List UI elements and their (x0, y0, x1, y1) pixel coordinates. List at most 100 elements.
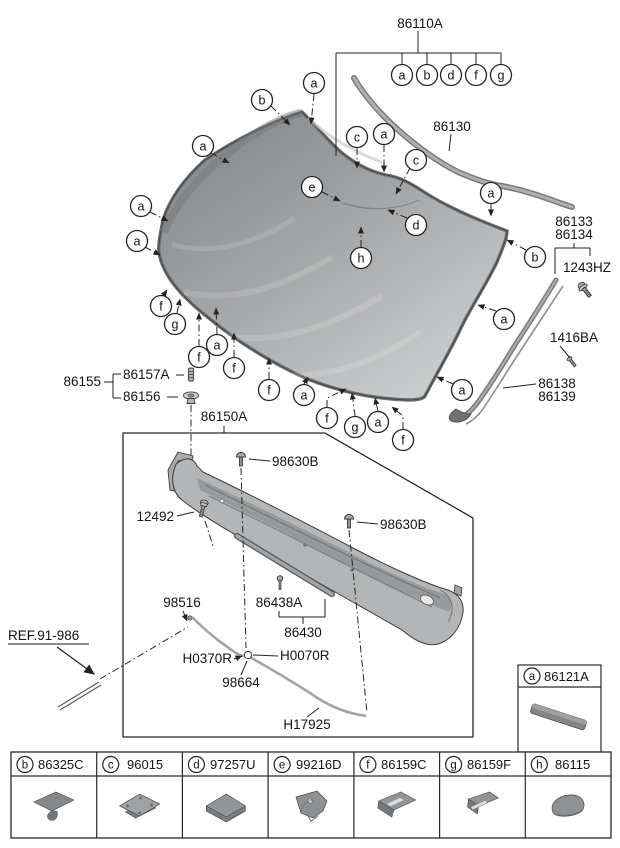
label-86110a: 86110A (397, 16, 443, 31)
svg-text:d: d (193, 760, 199, 772)
svg-text:f: f (267, 384, 271, 398)
label-86138: 86138 (538, 376, 576, 391)
hose-joint-h0070r (243, 650, 253, 660)
svg-text:86159F: 86159F (467, 757, 511, 772)
svg-text:86325C: 86325C (38, 757, 84, 772)
molding-end-hook (448, 408, 472, 423)
svg-text:a: a (200, 140, 207, 154)
svg-text:b: b (424, 69, 431, 83)
svg-text:e: e (309, 181, 316, 195)
legend-cell-f: f 86159C (359, 755, 427, 774)
label-ref-91-986: REF.91-986 (8, 628, 79, 643)
callout: a (191, 134, 215, 158)
bolt-1243hz-icon (577, 281, 592, 299)
callout: e (300, 175, 324, 199)
callout: a (450, 378, 474, 402)
kit-callout-a: a (390, 63, 414, 87)
part-thumbnail-f (377, 791, 417, 818)
callout: f (257, 378, 281, 402)
svg-text:a: a (399, 69, 406, 83)
part-labels: 86110A 86130 86133 86134 1243HZ 1416BA 8… (8, 16, 611, 732)
svg-text:f: f (159, 300, 163, 314)
glass-top-highlight (306, 116, 383, 164)
label-86155: 86155 (63, 374, 101, 389)
screw-12492-icon (198, 499, 209, 518)
svg-text:a: a (301, 389, 308, 403)
svg-text:f: f (197, 351, 201, 365)
callout: a (292, 383, 316, 407)
svg-text:a: a (488, 187, 495, 201)
legend-cell-c: c 96015 (102, 755, 163, 774)
svg-text:86159C: 86159C (381, 757, 427, 772)
cowl-strip-86430 (233, 532, 336, 598)
label-86134: 86134 (555, 227, 593, 242)
svg-text:f: f (366, 760, 370, 772)
part-thumbnail-b (33, 791, 75, 821)
svg-text:a: a (138, 200, 145, 214)
callout: a (129, 194, 153, 218)
legend-part-86121a: 86121A (544, 669, 589, 684)
clip-98630b-icon-1 (236, 452, 246, 467)
svg-text:99216D: 99216D (296, 757, 342, 772)
label-86430: 86430 (284, 625, 322, 640)
callout: g (163, 312, 187, 336)
svg-text:b: b (532, 251, 539, 265)
callout: f (222, 356, 246, 380)
callout: g (343, 415, 367, 439)
legend-cell-h: h 86115 (530, 755, 590, 774)
callout: a (302, 71, 326, 95)
svg-text:c: c (413, 154, 419, 168)
legend-cell-b: b 86325C (16, 755, 84, 774)
part-thumbnail-h (551, 794, 585, 817)
label-98516: 98516 (163, 595, 201, 610)
legend: a 86121A b 86325C c (10, 664, 612, 839)
label-h0070r: H0070R (280, 648, 330, 663)
callout-leaders (144, 93, 527, 429)
svg-text:g: g (498, 69, 505, 83)
label-h17925: H17925 (283, 717, 330, 732)
callout: d (404, 213, 428, 237)
svg-text:97257U: 97257U (210, 757, 256, 772)
callout: f (187, 345, 211, 369)
svg-text:c: c (354, 131, 360, 145)
svg-text:a: a (134, 235, 141, 249)
callout: f (149, 294, 173, 318)
legend-letter-a: a (529, 671, 536, 683)
label-86133: 86133 (555, 214, 593, 229)
kit-callout-f: f (464, 63, 488, 87)
label-86130: 86130 (433, 119, 471, 134)
pin-86157a-icon (188, 367, 194, 382)
glass-edge-shade (160, 109, 303, 234)
svg-text:g: g (352, 421, 359, 435)
windshield-glass (157, 109, 509, 402)
svg-text:f: f (401, 434, 405, 448)
part-thumbnail-e (295, 790, 328, 822)
kit-bracket-86110a (335, 31, 502, 156)
label-86156: 86156 (123, 389, 161, 404)
screw-86438a-icon (276, 575, 284, 590)
glass-callouts: a b a a a c a c e d h a b a a f g f a f … (125, 71, 547, 452)
top-molding-86130 (351, 75, 575, 210)
callout: a (125, 229, 149, 253)
svg-text:a: a (375, 416, 382, 430)
svg-text:h: h (536, 760, 542, 772)
callout: h (349, 246, 373, 270)
callout: a (366, 410, 390, 434)
svg-text:a: a (501, 313, 508, 327)
svg-text:b: b (259, 94, 266, 108)
svg-text:f: f (325, 412, 329, 426)
label-86150a: 86150A (201, 409, 248, 424)
callout: c (345, 125, 369, 149)
kit-callout-g: g (489, 63, 513, 87)
svg-text:e: e (279, 760, 285, 772)
callout: f (315, 406, 339, 430)
svg-text:d: d (413, 219, 420, 233)
callout: a (372, 122, 396, 146)
callout: f (391, 428, 415, 452)
kit-callouts: a b d f g (390, 63, 513, 87)
label-h0370r: H0370R (182, 651, 232, 666)
callout: b (250, 88, 274, 112)
kit-callout-b: b (415, 63, 439, 87)
svg-text:96015: 96015 (127, 757, 163, 772)
part-thumbnail-d (205, 793, 246, 823)
